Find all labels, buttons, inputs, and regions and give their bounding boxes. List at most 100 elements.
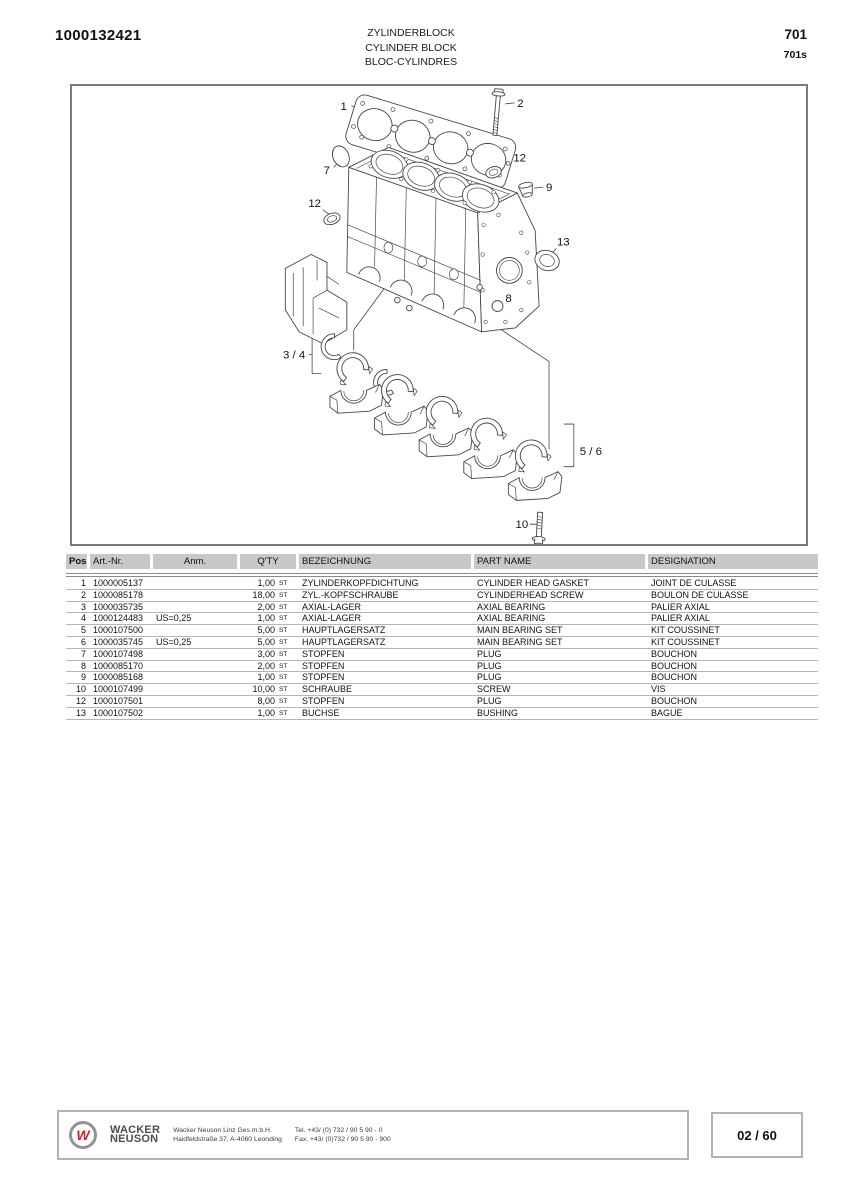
table-cell: STOPFEN xyxy=(302,695,345,706)
table-cell: STOPFEN xyxy=(302,648,345,659)
brand-wordmark: WACKER NEUSON xyxy=(110,1123,161,1145)
table-cell: CYLINDER HEAD GASKET xyxy=(477,578,590,588)
page-title: ZYLINDERBLOCK CYLINDER BLOCK BLOC-CYLIND… xyxy=(0,26,822,70)
table-cell: 9 xyxy=(80,672,86,683)
bushing-13-part xyxy=(534,249,560,272)
table-cell: KIT COUSSINET xyxy=(651,625,720,636)
table-cell: BOUCHON xyxy=(651,648,698,659)
table-cell: ZYL.-KOPFSCHRAUBE xyxy=(302,589,399,600)
table-cell: 6 xyxy=(80,636,86,647)
company-name: Wacker Neuson Linz Ges.m.b.H. xyxy=(173,1127,272,1134)
section-code: 701 xyxy=(784,27,807,42)
table-cell: BOULON DE CULASSE xyxy=(651,589,749,600)
table-cell: 1000107500 xyxy=(93,625,144,636)
table-cell: HAUPTLAGERSATZ xyxy=(302,625,386,636)
table-cell: STOPFEN xyxy=(302,660,345,671)
column-header: Q'TY xyxy=(240,554,296,569)
table-cell: 1000085170 xyxy=(93,660,144,671)
table-cell: MAIN BEARING SET xyxy=(477,625,563,636)
head-bolt-part xyxy=(491,88,506,137)
table-cell: PLUG xyxy=(477,695,502,706)
table-cell: PLUG xyxy=(477,660,502,671)
table-cell: 1000035745 xyxy=(93,636,144,647)
table-cell: AXIAL-LAGER xyxy=(302,601,362,612)
table-cell xyxy=(153,602,237,613)
callout-number: 12 xyxy=(308,198,321,210)
table-cell: PLUG xyxy=(477,672,502,683)
table-cell: US=0,25 xyxy=(156,613,192,624)
title-english: CYLINDER BLOCK xyxy=(365,41,457,54)
table-cell xyxy=(153,578,237,589)
side-plate-part xyxy=(284,254,348,345)
table-cell: AXIAL-LAGER xyxy=(302,613,362,624)
title-french: BLOC-CYLINDRES xyxy=(364,56,458,68)
callout-number: 2 xyxy=(517,98,523,110)
table-cell: 1000107499 xyxy=(93,684,144,695)
table-cell: 2 xyxy=(80,589,86,600)
table-cell: 7 xyxy=(80,648,86,659)
table-cell: JOINT DE CULASSE xyxy=(651,578,737,588)
wacker-neuson-logo-icon: W xyxy=(69,1121,97,1149)
fax-number: Fax. +43/ (0)732 / 90 5 90 - 900 xyxy=(294,1136,391,1143)
header-divider xyxy=(66,573,818,577)
table-cell: US=0,25 xyxy=(156,636,192,647)
column-header: PART NAME xyxy=(474,554,645,569)
column-header: Anm. xyxy=(153,554,237,569)
company-address: Wacker Neuson Linz Ges.m.b.H. Haidfeldst… xyxy=(173,1126,282,1144)
table-cell: 12 xyxy=(75,695,86,706)
table-cell: BUSHING xyxy=(477,707,519,718)
callout-number: 10 xyxy=(516,519,529,531)
column-header: Art.-Nr. xyxy=(90,554,150,569)
plug-12-left-part xyxy=(323,212,341,226)
phone-number: Tel. +43/ (0) 732 / 90 5 90 - 0 xyxy=(294,1127,383,1134)
table-cell: 3 xyxy=(80,601,86,612)
table-cell xyxy=(153,625,237,636)
bearing-cap-assembly xyxy=(329,346,563,501)
cap-bolt-part xyxy=(531,511,546,544)
plug-12-right-part xyxy=(485,166,502,179)
footer-company-box: W WACKER NEUSON Wacker Neuson Linz Ges.m… xyxy=(57,1110,689,1160)
table-cell: 1000085168 xyxy=(93,672,144,683)
table-cell: 1 xyxy=(80,578,86,588)
table-cell: SCHRAUBE xyxy=(302,684,353,695)
callout-number: 9 xyxy=(546,182,552,194)
table-cell: BUCHSE xyxy=(302,707,340,718)
table-cell: PALIER AXIAL xyxy=(651,613,710,624)
table-cell: 13 xyxy=(75,707,86,718)
table-cell xyxy=(153,672,237,683)
callout-number: 7 xyxy=(324,165,330,177)
table-cell: STOPFEN xyxy=(302,672,345,683)
table-cell: 1000085178 xyxy=(93,589,144,600)
table-cell xyxy=(153,696,237,707)
table-cell: 1000107498 xyxy=(93,648,144,659)
table-cell: VIS xyxy=(651,684,666,695)
table-cell: 1000107502 xyxy=(93,707,144,718)
table-cell: KIT COUSSINET xyxy=(651,636,720,647)
page-indicator: 02 / 60 xyxy=(737,1127,777,1143)
table-cell: 4 xyxy=(80,613,86,624)
callout-number: 13 xyxy=(557,237,570,249)
column-header: BEZEICHNUNG xyxy=(299,554,471,569)
callout-number: 1 xyxy=(340,101,346,113)
table-cell: 1000124483 xyxy=(93,613,144,624)
